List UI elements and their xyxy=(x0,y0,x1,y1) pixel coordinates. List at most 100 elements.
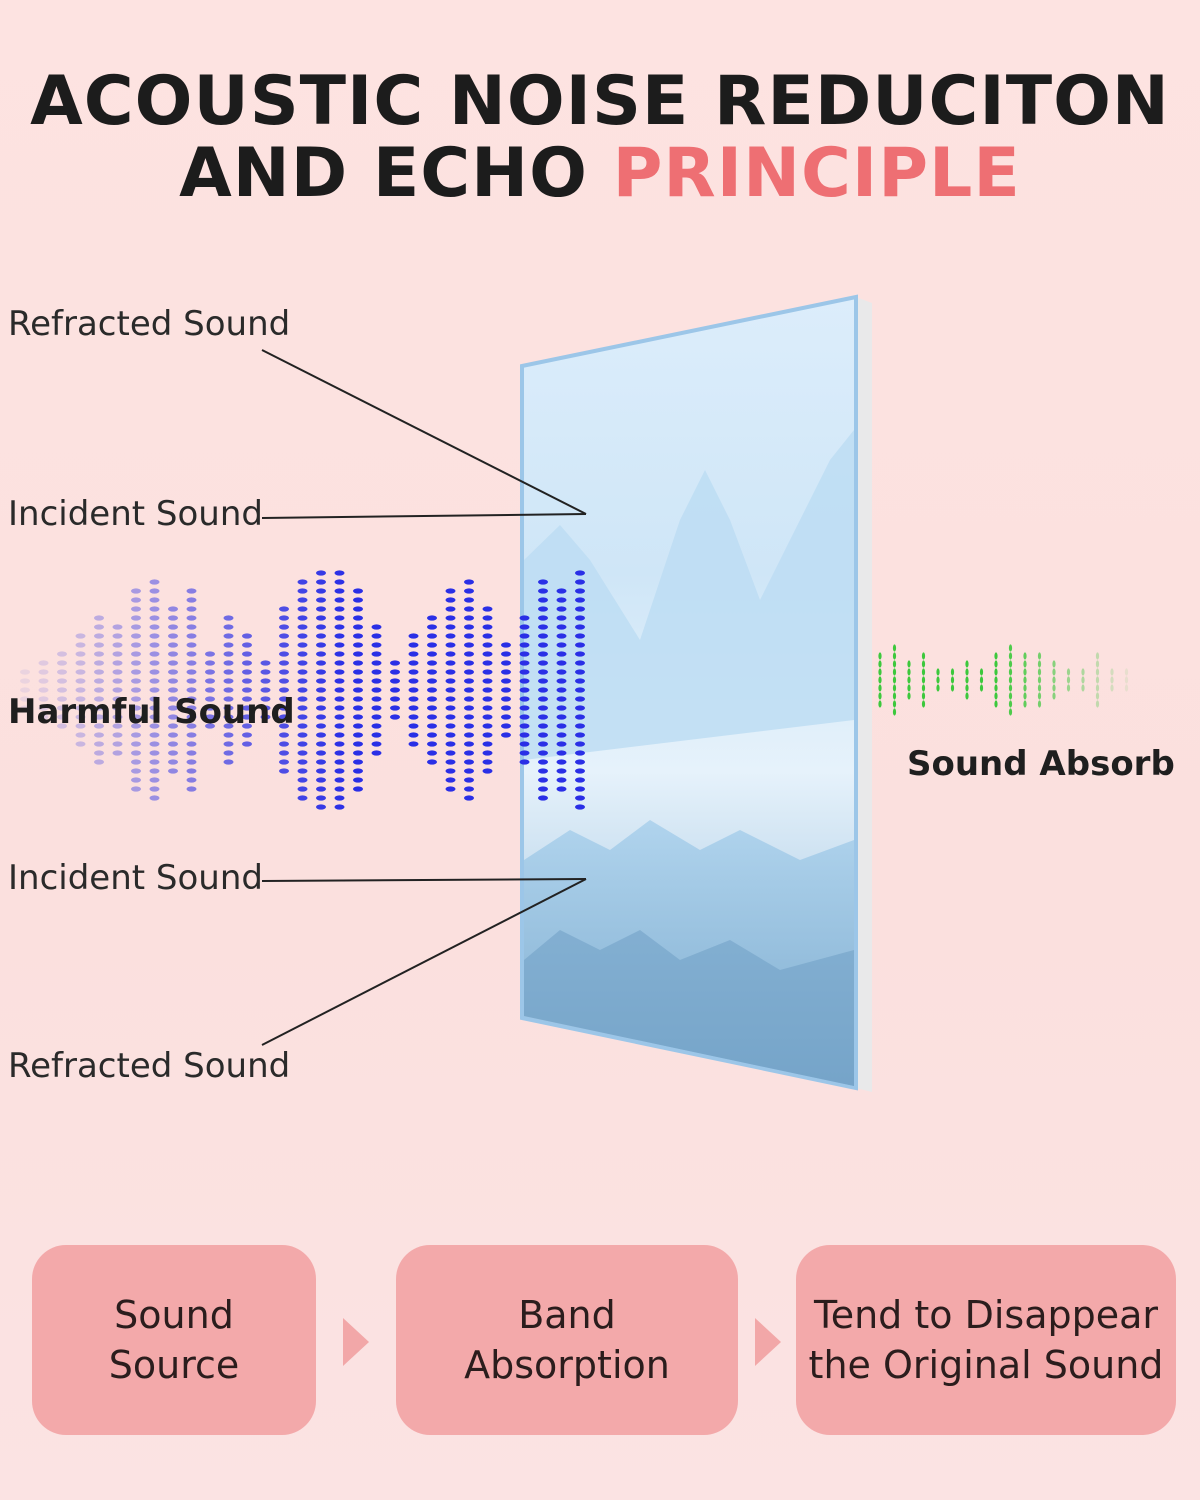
wave-dot xyxy=(965,692,969,700)
wave-dot xyxy=(168,768,178,774)
wave-dot xyxy=(316,741,326,747)
wave-dot xyxy=(1066,668,1071,676)
wave-dot xyxy=(334,597,345,603)
wave-dot xyxy=(408,669,419,675)
wave-dot xyxy=(316,579,326,585)
wave-dot xyxy=(316,642,326,648)
wave-dot xyxy=(1037,684,1042,692)
wave-dot xyxy=(538,741,548,747)
wave-dot xyxy=(371,687,382,693)
wave-dot xyxy=(131,714,141,720)
wave-dot xyxy=(371,642,382,648)
wave-dot xyxy=(186,669,197,675)
wave-dot xyxy=(556,651,567,657)
wave-dot xyxy=(538,705,548,711)
wave-dot xyxy=(538,795,548,801)
wave-dot xyxy=(464,642,474,648)
wave-dot xyxy=(131,705,141,711)
wave-dot xyxy=(242,651,252,657)
wave-dot xyxy=(75,642,86,648)
wave-dot xyxy=(501,687,511,693)
wave-dot xyxy=(334,606,345,612)
wave-dot xyxy=(20,687,30,693)
wave-dot xyxy=(316,723,326,729)
wave-dot xyxy=(427,759,437,765)
wave-dot xyxy=(353,624,363,630)
wave-dot xyxy=(242,642,252,648)
wave-dot xyxy=(519,678,530,684)
wave-dot xyxy=(445,651,456,657)
wave-dot xyxy=(936,676,940,684)
wave-dot xyxy=(297,597,308,603)
wave-dot xyxy=(1008,668,1013,676)
wave-dot xyxy=(149,624,160,630)
wave-dot xyxy=(501,669,511,675)
wave-dot xyxy=(149,678,160,684)
wave-dot xyxy=(1110,668,1114,676)
wave-dot xyxy=(538,696,548,702)
wave-dot xyxy=(464,741,474,747)
wave-dot xyxy=(297,696,308,702)
incident-bottom-line xyxy=(261,878,587,882)
wave-dot xyxy=(57,660,67,666)
wave-dot xyxy=(390,696,400,702)
arrow-right-icon xyxy=(755,1318,781,1366)
wave-dot xyxy=(427,750,437,756)
wave-dot xyxy=(186,723,197,729)
wave-dot xyxy=(279,651,289,657)
wave-dot xyxy=(334,588,345,594)
wave-dot xyxy=(1110,684,1114,692)
wave-dot xyxy=(907,660,911,668)
wave-dot xyxy=(427,687,437,693)
wave-dot xyxy=(994,676,998,684)
wave-dot xyxy=(168,669,178,675)
wave-dot xyxy=(242,723,252,729)
wave-dot xyxy=(878,684,882,692)
wave-dot xyxy=(168,642,178,648)
wave-dot xyxy=(445,750,456,756)
wave-dot xyxy=(334,651,345,657)
wave-dot xyxy=(965,668,969,676)
wave-dot xyxy=(1037,692,1042,700)
wave-dot xyxy=(223,633,234,639)
wave-dot xyxy=(482,705,493,711)
wave-dot xyxy=(205,687,215,693)
wave-dot xyxy=(168,678,178,684)
wave-dot xyxy=(427,624,437,630)
wave-dot xyxy=(223,687,234,693)
wave-dot xyxy=(186,741,197,747)
wave-dot xyxy=(297,651,308,657)
wave-dot xyxy=(519,750,530,756)
wave-dot xyxy=(186,777,197,783)
wave-dot xyxy=(427,660,437,666)
wave-dot xyxy=(260,696,271,702)
wave-dot xyxy=(575,588,585,594)
wave-dot xyxy=(131,588,141,594)
wave-dot xyxy=(464,786,474,792)
wave-dot xyxy=(538,597,548,603)
wave-dot xyxy=(131,750,141,756)
wave-dot xyxy=(334,696,345,702)
wave-dot xyxy=(1023,684,1027,692)
wave-dot xyxy=(38,660,49,666)
step-3-line-2: the Original Sound xyxy=(808,1343,1164,1387)
wave-dot xyxy=(950,676,955,684)
wave-dot xyxy=(168,732,178,738)
wave-dot xyxy=(297,606,308,612)
wave-dot xyxy=(168,633,178,639)
wave-dot xyxy=(334,615,345,621)
wave-dot xyxy=(1008,644,1013,652)
wave-dot xyxy=(519,642,530,648)
wave-dot xyxy=(482,750,493,756)
wave-dot xyxy=(168,750,178,756)
wave-dot xyxy=(94,741,104,747)
wave-dot xyxy=(1052,692,1056,700)
wave-dot xyxy=(279,687,289,693)
step-3-line-1: Tend to Disappear xyxy=(813,1293,1159,1337)
wave-dot xyxy=(519,660,530,666)
wave-dot xyxy=(334,786,345,792)
wave-dot xyxy=(1066,676,1071,684)
wave-dot xyxy=(1095,676,1100,684)
wave-dot xyxy=(445,768,456,774)
wave-dot xyxy=(556,615,567,621)
